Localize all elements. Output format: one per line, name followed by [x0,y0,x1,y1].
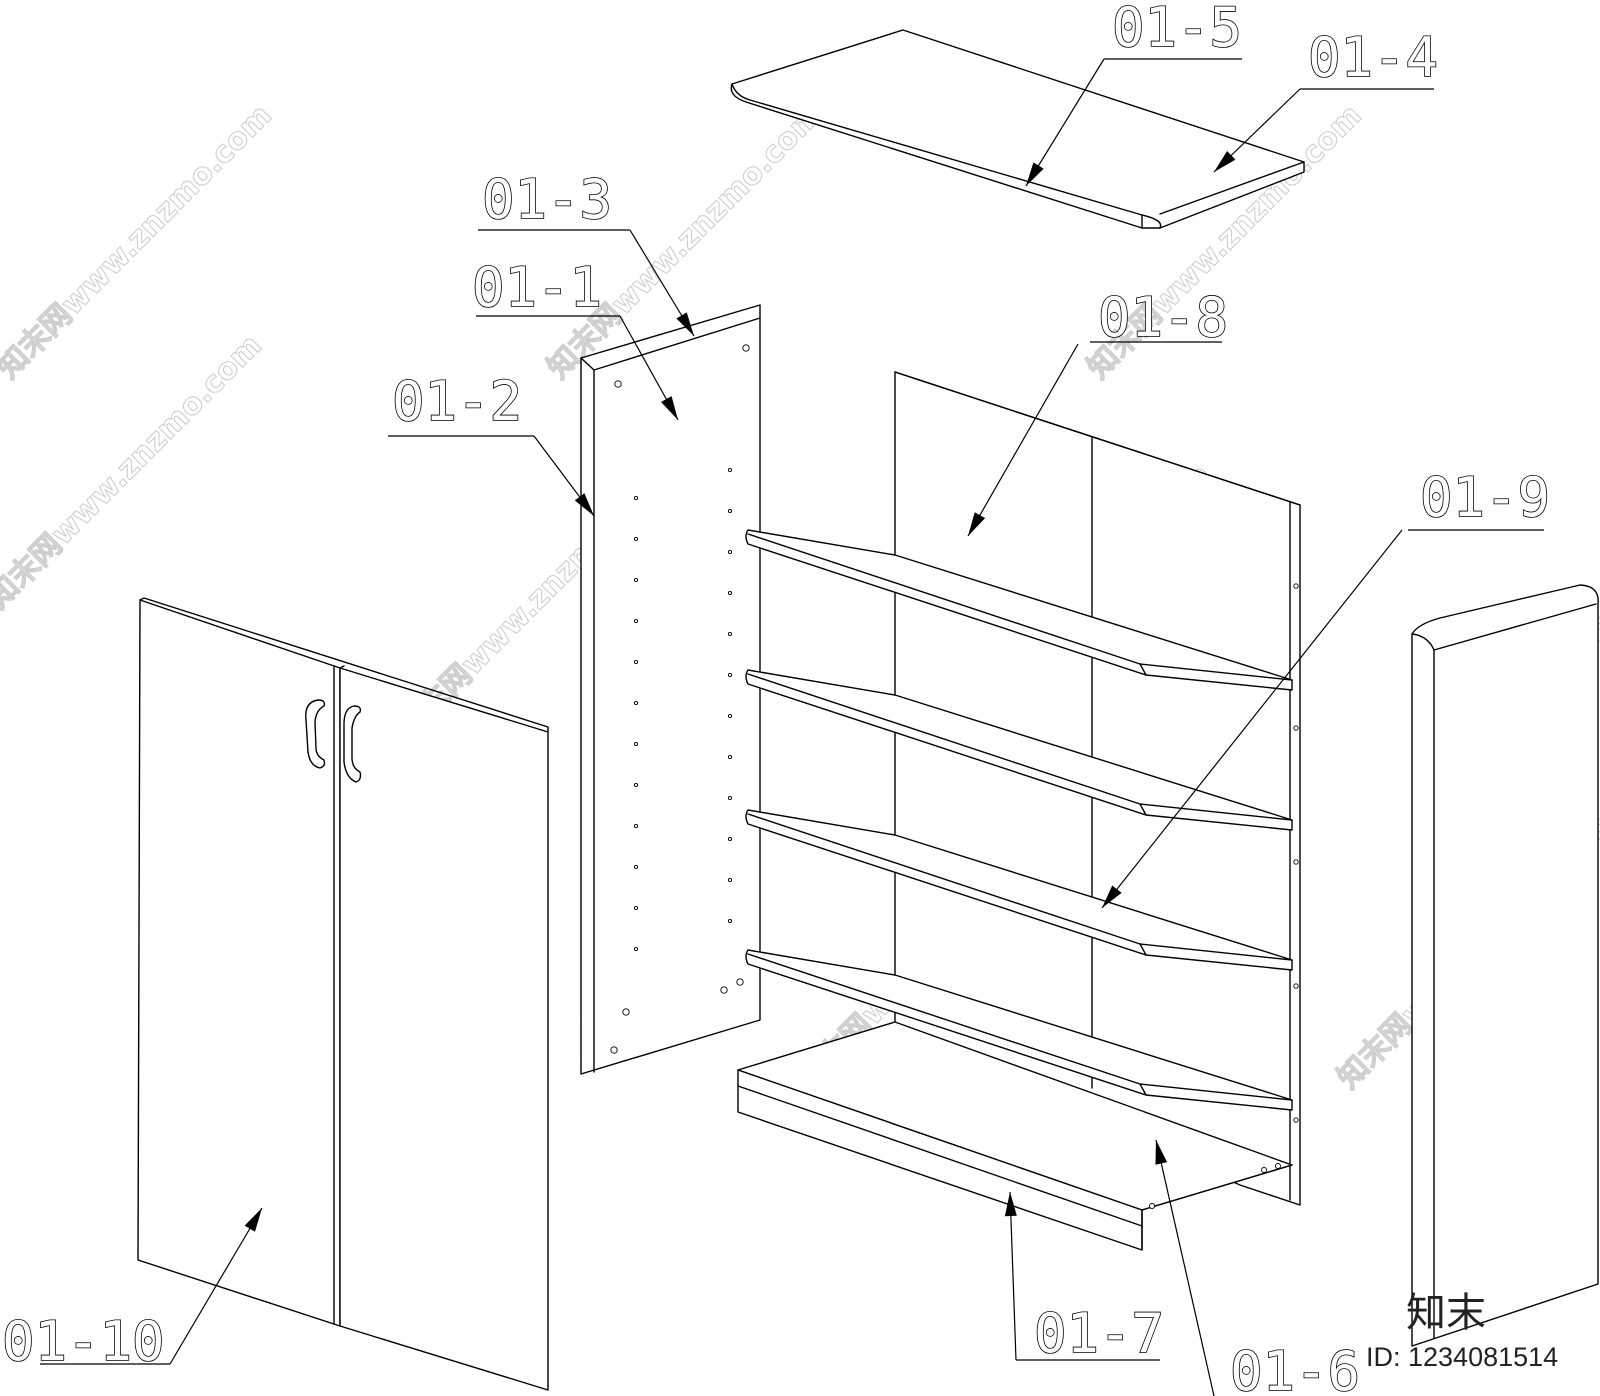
countertop-part [730,29,1305,229]
shelf [745,949,1293,1111]
callout-01-6: 01-6 [1230,1340,1360,1396]
callout-01-4: 01-4 [1308,26,1438,89]
callout-01-7: 01-7 [1034,1302,1164,1365]
shelf [745,809,1293,971]
shelf-group [745,529,1293,1111]
callout-01-2: 01-2 [392,370,522,433]
brand-name: 知末 [1406,1290,1486,1336]
callout-01-3: 01-3 [482,168,612,231]
callout-01-5: 01-5 [1112,0,1242,59]
right-side-panel [1411,584,1599,1347]
cabinet-doors [137,597,549,1391]
brand-id: ID: 1234081514 [1366,1342,1558,1372]
right-door-handle-icon [343,705,362,783]
callout-01-10: 01-10 [2,1310,165,1373]
watermark-text: 知末网www.znzmo.com [0,328,269,616]
callout-01-1: 01-1 [472,256,602,319]
callout-labels: 01-5 01-4 01-3 01-1 01-2 01-8 01-9 01-10… [1,0,1551,1396]
callout-01-8: 01-8 [1098,286,1228,349]
left-side-panel [580,304,761,1075]
leader-lines [40,58,1544,1396]
callout-01-9: 01-9 [1420,466,1550,529]
left-door-handle-icon [305,699,326,769]
bottom-board [737,1021,1293,1251]
shelf [745,669,1293,831]
shelf [745,529,1293,691]
